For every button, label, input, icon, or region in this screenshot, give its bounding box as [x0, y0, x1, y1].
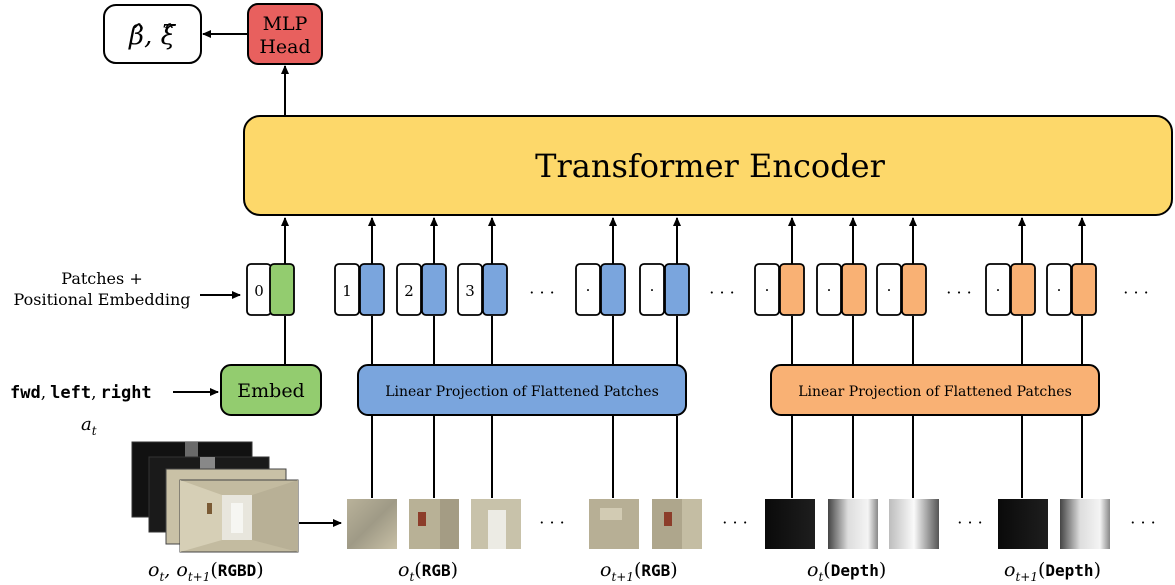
rgb-patch-5 [652, 499, 702, 549]
token-depth-4: · [985, 263, 1036, 316]
token-rgb-1-index: 1 [342, 282, 352, 300]
patches-label-line1: Patches + [61, 269, 142, 288]
token-depth-1: · [754, 263, 805, 316]
caption-rgbd: ot, ot+1(RGBD) [148, 559, 264, 584]
caption-rgb-t: ot(RGB) [398, 559, 458, 584]
rgb-patch-4 [589, 499, 639, 549]
token-depth-1-index: · [765, 281, 770, 299]
token-rgb-5-index: · [650, 281, 655, 299]
ellipsis-tokens-2: · · · [709, 283, 734, 302]
output-box: β̂, ξ̂ [103, 4, 202, 64]
rgb-patch-3 [471, 499, 521, 549]
ellipsis-patches-2: · · · [722, 513, 747, 532]
ellipsis-tokens-3: · · · [946, 283, 971, 302]
mlp-head-line1: MLP [263, 13, 308, 35]
depth-patch-5 [1060, 499, 1110, 549]
depth-patch-3 [889, 499, 939, 549]
token-0-index: 0 [254, 282, 264, 300]
patch-to-projection-lines [371, 416, 1083, 498]
rgb-patch-1 [347, 499, 397, 549]
ellipsis-tokens-1: · · · [529, 283, 554, 302]
mlp-head-line2: Head [259, 36, 310, 58]
token-rgb-5: · [639, 263, 690, 316]
transformer-encoder-label: Transformer Encoder [535, 147, 885, 185]
action-tokens: fwd,left,right at [10, 383, 152, 438]
token-depth-5-index: · [1057, 281, 1062, 299]
svg-text:fwd,left,right: fwd,left,right [10, 383, 152, 403]
token-rgb-4-index: · [586, 281, 591, 299]
token-rgb-3: 3 [457, 263, 508, 316]
token-depth-5: · [1046, 263, 1097, 316]
action-variable: a [81, 414, 92, 435]
token-to-encoder-arrows [281, 217, 1086, 264]
depth-patch-4 [998, 499, 1048, 549]
token-rgb-2: 2 [396, 263, 447, 316]
token-0: 0 [246, 263, 295, 316]
depth-patches [765, 499, 1110, 549]
svg-text:at: at [81, 414, 97, 438]
ellipsis-tokens-4: · · · [1123, 283, 1148, 302]
token-depth-3: · [876, 263, 927, 316]
ellipsis-patches-3: · · · [957, 513, 982, 532]
embed-label: Embed [237, 380, 304, 402]
projection-depth-box: Linear Projection of Flattened Patches [770, 364, 1100, 416]
token-depth-2-index: · [827, 281, 832, 299]
token-depth-2: · [816, 263, 867, 316]
ellipsis-patches-4: · · · [1130, 513, 1155, 532]
projection-rgb-label: Linear Projection of Flattened Patches [385, 384, 659, 400]
rgb-patches [347, 499, 702, 549]
caption-rgb-t1: ot+1(RGB) [600, 559, 678, 584]
action-left: left [50, 383, 91, 403]
depth-patch-1 [765, 499, 815, 549]
token-rgb-1: 1 [334, 263, 385, 316]
action-variable-subscript: t [92, 424, 97, 438]
action-fwd: fwd [10, 383, 41, 403]
projection-to-token-lines [284, 316, 1083, 365]
caption-depth-t: ot(Depth) [807, 559, 886, 584]
embed-box: Embed [220, 364, 322, 416]
action-sep-1: , [41, 383, 46, 403]
patches-label-line2: Positional Embedding [13, 290, 190, 309]
token-depth-3-index: · [887, 281, 892, 299]
token-depth-4-index: · [996, 281, 1001, 299]
token-rgb-2-index: 2 [404, 282, 414, 300]
mlp-head-box: MLP Head [247, 3, 323, 65]
token-rgb-4: · [575, 263, 626, 316]
caption-depth-t1: ot+1(Depth) [1004, 559, 1101, 584]
rgb-patch-2 [409, 499, 459, 549]
action-sep-2: , [91, 383, 96, 403]
token-rgb-3-index: 3 [465, 282, 475, 300]
transformer-encoder-box: Transformer Encoder [243, 115, 1173, 216]
action-right: right [100, 383, 151, 403]
depth-patch-2 [828, 499, 878, 549]
projection-depth-label: Linear Projection of Flattened Patches [798, 384, 1072, 400]
ellipsis-patches-1: · · · [539, 513, 564, 532]
observation-image-stack [131, 441, 299, 553]
projection-rgb-box: Linear Projection of Flattened Patches [357, 364, 687, 416]
output-label: β̂, ξ̂ [128, 21, 177, 51]
